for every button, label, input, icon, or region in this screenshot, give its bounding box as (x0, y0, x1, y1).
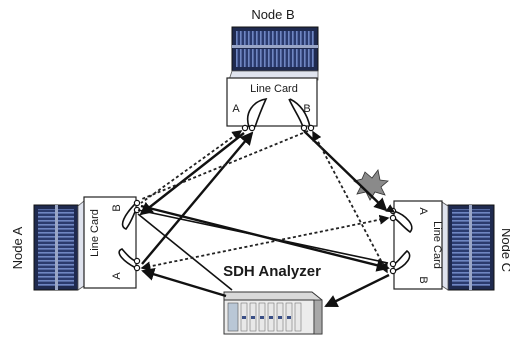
node-b-loop-b (289, 98, 311, 128)
link-c-port-a-arrow (385, 204, 396, 213)
node-a-loop-a (118, 248, 137, 269)
node-b-loop-b2 (288, 98, 304, 128)
node-b-line-card-label: Line Card (250, 83, 298, 95)
node-b-port-a1 (241, 124, 249, 132)
node-a-port-b1 (133, 199, 141, 207)
node-b-label: Node B (251, 7, 294, 22)
node-b-loop-a (247, 97, 268, 128)
node-c-line-card-label: Line Card (431, 221, 443, 269)
node-a-port-a-label: A (111, 272, 123, 280)
link-a-to-b-lower (141, 131, 254, 265)
node-b-line-card: Line Card A B (226, 70, 319, 132)
dashed-b-to-c (312, 130, 388, 274)
node-c-port-b1 (389, 260, 397, 268)
link-c-to-analyzer (324, 273, 390, 308)
node-c-label: Node C (499, 228, 510, 272)
link-a-to-c-cross-thin (137, 209, 389, 264)
node-c-line-card: A Line Card B (389, 200, 449, 291)
dashed-a-to-c (140, 214, 390, 272)
node-a-port-a2 (133, 264, 141, 272)
link-b-to-a-upper (139, 132, 245, 216)
link-analyzer-to-a (141, 267, 227, 298)
node-b-port-b2 (307, 124, 315, 132)
node-c-rack-icon (447, 204, 495, 291)
node-a-loop-b (121, 202, 137, 230)
node-c-port-b-label: B (417, 276, 429, 283)
sdh-analyzer-label: SDH Analyzer (223, 263, 321, 280)
node-a-port-a1 (133, 257, 141, 265)
node-c-loop-b (393, 249, 411, 272)
node-a-rack-icon (33, 204, 79, 291)
node-c-loop-a (393, 210, 413, 234)
dashed-b-to-a (140, 130, 243, 204)
node-b-rack-icon (231, 26, 319, 72)
node-b-port-b-label: B (303, 103, 310, 115)
node-a-line-card: Line Card B A (77, 196, 141, 291)
node-c-port-a-label: A (417, 207, 429, 215)
node-c-port-a2 (389, 214, 397, 222)
dashed-links (140, 130, 390, 274)
node-a-port-b-label: B (111, 204, 123, 211)
link-b-to-c (303, 130, 388, 212)
sdh-analyzer-icon (223, 291, 323, 335)
node-b-port-b1 (300, 124, 308, 132)
dashed-b-to-a-2 (141, 130, 309, 200)
node-a-label: Node A (10, 226, 25, 269)
node-b-port-a2 (248, 124, 256, 132)
node-b-port-a-label: A (232, 103, 240, 115)
node-a-line-card-label: Line Card (89, 209, 101, 257)
node-c-port-b2 (389, 267, 397, 275)
